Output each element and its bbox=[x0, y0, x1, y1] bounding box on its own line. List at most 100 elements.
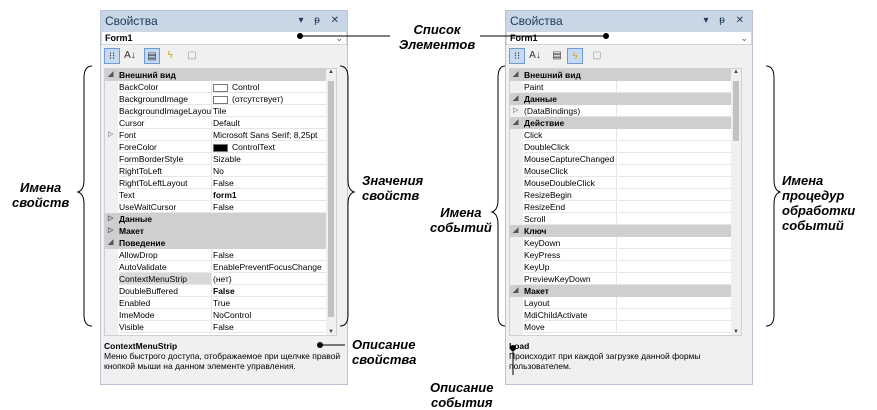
item-value[interactable] bbox=[618, 201, 741, 213]
item-value[interactable]: False bbox=[213, 285, 336, 297]
expand-icon[interactable]: ▷ bbox=[108, 215, 114, 222]
item-value[interactable]: Default bbox=[213, 117, 336, 129]
window-titlebar[interactable]: Свойства ▾ ᵽ ✕ bbox=[506, 11, 752, 31]
item-value[interactable]: False bbox=[213, 177, 336, 189]
grid-row[interactable]: MouseClick bbox=[510, 165, 741, 177]
grid-row[interactable]: ResizeEnd bbox=[510, 201, 741, 213]
grid-row[interactable]: MouseCaptureChanged bbox=[510, 153, 741, 165]
grid-row[interactable]: BackgroundImage(отсутствует) bbox=[105, 93, 336, 105]
item-value[interactable]: (нет) bbox=[213, 273, 336, 285]
expand-icon[interactable]: ▷ bbox=[513, 107, 519, 114]
collapse-icon[interactable]: ◢ bbox=[513, 95, 519, 102]
scroll-down-icon[interactable]: ▼ bbox=[733, 329, 739, 335]
properties-icon[interactable]: ▤ bbox=[144, 48, 160, 64]
expand-icon[interactable]: ▷ bbox=[108, 131, 114, 138]
grid-row[interactable]: KeyPress bbox=[510, 249, 741, 261]
chevron-down-icon[interactable]: ⌄ bbox=[740, 33, 748, 43]
collapse-icon[interactable]: ◢ bbox=[513, 227, 519, 234]
grid-row[interactable]: Layout bbox=[510, 297, 741, 309]
item-value[interactable] bbox=[618, 153, 741, 165]
collapse-icon[interactable]: ◢ bbox=[108, 71, 114, 78]
collapse-icon[interactable]: ◢ bbox=[513, 71, 519, 78]
properties-icon[interactable]: ▤ bbox=[552, 50, 562, 61]
category-row[interactable]: ◢Внешний вид bbox=[510, 69, 741, 81]
item-value[interactable] bbox=[618, 273, 741, 285]
grid-row[interactable]: MdiChildActivate bbox=[510, 309, 741, 321]
categorized-icon[interactable]: ⁝⁝ bbox=[104, 48, 120, 64]
category-row[interactable]: ▷Макет bbox=[105, 225, 336, 237]
item-value[interactable] bbox=[618, 237, 741, 249]
item-value[interactable] bbox=[618, 165, 741, 177]
scroll-thumb[interactable] bbox=[328, 81, 334, 317]
property-pages-icon[interactable]: ▢ bbox=[187, 50, 197, 61]
alphabetical-icon[interactable]: A↓ bbox=[124, 50, 136, 61]
property-pages-icon[interactable]: ▢ bbox=[592, 50, 602, 61]
scroll-up-icon[interactable]: ▲ bbox=[328, 69, 334, 75]
item-value[interactable] bbox=[618, 249, 741, 261]
grid-row[interactable]: Click bbox=[510, 129, 741, 141]
collapse-icon[interactable]: ◢ bbox=[513, 287, 519, 294]
grid-row[interactable]: KeyUp bbox=[510, 261, 741, 273]
vertical-scrollbar[interactable]: ▲ ▼ bbox=[731, 69, 741, 335]
events-icon[interactable]: ϟ bbox=[167, 50, 173, 61]
item-value[interactable] bbox=[618, 297, 741, 309]
item-value[interactable]: Control bbox=[213, 81, 336, 93]
events-icon[interactable]: ϟ bbox=[567, 48, 583, 64]
item-value[interactable] bbox=[618, 81, 741, 93]
item-value[interactable]: NoControl bbox=[213, 309, 336, 321]
chevron-down-icon[interactable]: ⌄ bbox=[335, 33, 343, 43]
category-row[interactable]: ▷Данные bbox=[105, 213, 336, 225]
item-value[interactable] bbox=[618, 105, 741, 117]
category-row[interactable]: ◢Данные bbox=[510, 93, 741, 105]
grid-row[interactable]: PreviewKeyDown bbox=[510, 273, 741, 285]
category-row[interactable]: ◢Макет bbox=[510, 285, 741, 297]
item-value[interactable] bbox=[618, 309, 741, 321]
item-value[interactable]: ControlText bbox=[213, 141, 336, 153]
grid-row[interactable]: Paint bbox=[510, 81, 741, 93]
vertical-scrollbar[interactable]: ▲ ▼ bbox=[326, 69, 336, 335]
object-selector[interactable]: Form1 ⌄ bbox=[506, 31, 752, 45]
item-value[interactable] bbox=[618, 213, 741, 225]
scroll-up-icon[interactable]: ▲ bbox=[733, 69, 739, 75]
item-value[interactable] bbox=[618, 141, 741, 153]
item-value[interactable] bbox=[618, 189, 741, 201]
item-value[interactable] bbox=[618, 177, 741, 189]
item-value[interactable]: False bbox=[213, 201, 336, 213]
grid-row[interactable]: Scroll bbox=[510, 213, 741, 225]
grid-row[interactable]: KeyDown bbox=[510, 237, 741, 249]
grid-row[interactable]: DoubleClick bbox=[510, 141, 741, 153]
item-value[interactable]: EnablePreventFocusChange bbox=[213, 261, 336, 273]
category-row[interactable]: ◢Действие bbox=[510, 117, 741, 129]
grid-row[interactable]: MouseDoubleClick bbox=[510, 177, 741, 189]
category-row[interactable]: ◢Ключ bbox=[510, 225, 741, 237]
category-row[interactable]: ◢Поведение bbox=[105, 237, 336, 249]
expand-icon[interactable]: ▷ bbox=[108, 227, 114, 234]
window-controls[interactable]: ▾ ᵽ ✕ bbox=[298, 15, 343, 26]
item-value[interactable] bbox=[618, 321, 741, 333]
item-value[interactable] bbox=[618, 261, 741, 273]
item-value[interactable]: True bbox=[213, 297, 336, 309]
category-row[interactable]: ◢Внешний вид bbox=[105, 69, 336, 81]
object-selector[interactable]: Form1 ⌄ bbox=[101, 31, 347, 45]
item-value[interactable]: Sizable bbox=[213, 153, 336, 165]
collapse-icon[interactable]: ◢ bbox=[513, 119, 519, 126]
alphabetical-icon[interactable]: A↓ bbox=[529, 50, 541, 61]
item-value[interactable]: False bbox=[213, 249, 336, 261]
item-value[interactable]: Tile bbox=[213, 105, 336, 117]
window-titlebar[interactable]: Свойства ▾ ᵽ ✕ bbox=[101, 11, 347, 31]
